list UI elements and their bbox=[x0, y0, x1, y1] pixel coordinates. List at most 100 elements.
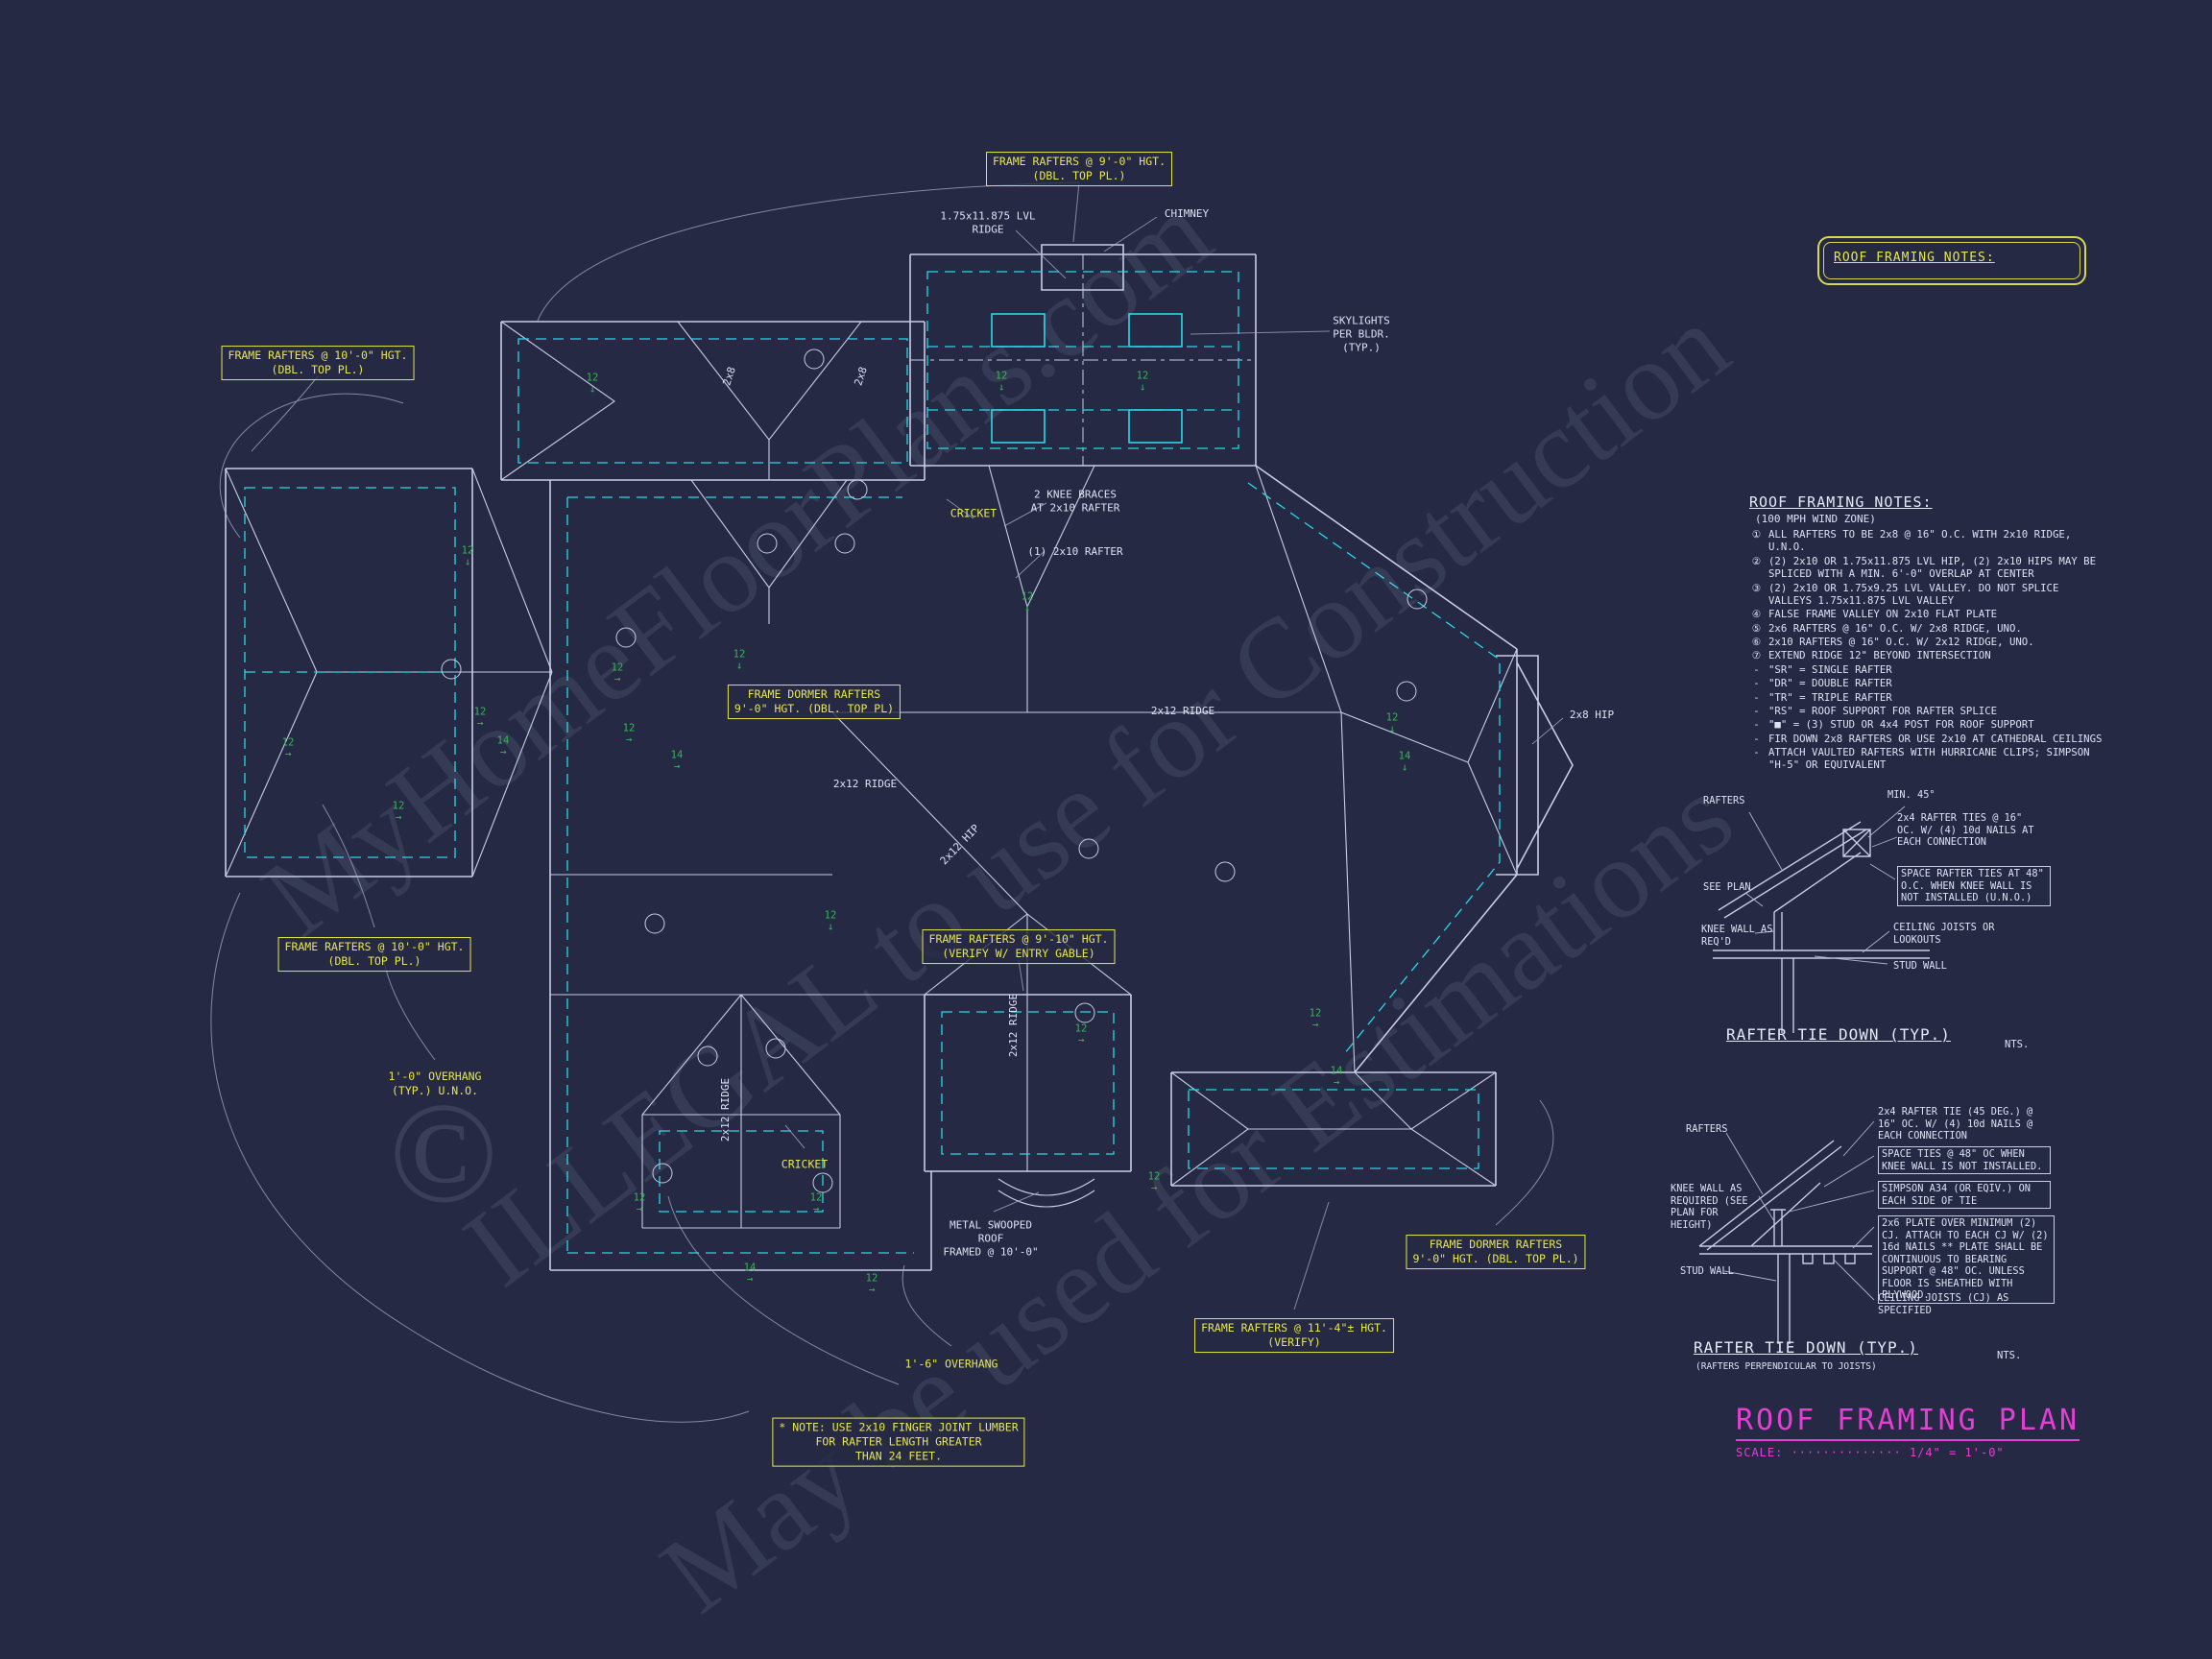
notes-list-item: - "RS" = ROOF SUPPORT FOR RAFTER SPLICE bbox=[1753, 704, 1998, 717]
pitch-marker: 12 ↓ bbox=[1385, 711, 1399, 735]
notes-list-item: ④ FALSE FRAME VALLEY ON 2x10 FLAT PLATE bbox=[1751, 608, 1998, 621]
leader-lines bbox=[210, 181, 1564, 1423]
pitch-marker: 12 → bbox=[633, 1191, 646, 1215]
detail1-nts: NTS. bbox=[2005, 1039, 2030, 1050]
notes-list-item: - "■" = (3) STUD OR 4x4 POST FOR ROOF SU… bbox=[1753, 718, 2034, 732]
pitch-marker: 12 ↓ bbox=[586, 372, 599, 396]
detail2-simpson-note: SIMPSON A34 (OR EQIV.) ON EACH SIDE OF T… bbox=[1878, 1181, 2051, 1210]
detail1-ties-label: 2x4 RAFTER TIES @ 16" OC. W/ (4) 10d NAI… bbox=[1897, 812, 2034, 849]
pitch-marker: 12 → bbox=[392, 800, 405, 824]
plan-annotation-white: 2x12 RIDGE bbox=[1150, 705, 1215, 718]
pitch-arrow-icon: ↓ bbox=[1023, 601, 1031, 614]
pitch-marker: 12 → bbox=[611, 661, 624, 685]
plan-annotation-white: CHIMNEY bbox=[1164, 207, 1210, 221]
wall-lines-cyan bbox=[244, 271, 1501, 1254]
pitch-marker: 12 → bbox=[1309, 1007, 1322, 1031]
pitch-marker: 12 ↓ bbox=[824, 909, 837, 933]
pitch-arrow-icon: → bbox=[499, 745, 507, 758]
notes-list-item: - "SR" = SINGLE RAFTER bbox=[1753, 662, 1892, 676]
detail1-stud-wall-label: STUD WALL bbox=[1893, 960, 1947, 972]
pitch-marker: 14 → bbox=[670, 749, 684, 773]
roof-framing-notes-list: ROOF FRAMING NOTES: (100 MPH WIND ZONE) … bbox=[1749, 493, 2106, 773]
sheet-scale: SCALE: ·············· 1/4" = 1'-0" bbox=[1736, 1446, 2005, 1459]
notes-list-item: - FIR DOWN 2x8 RAFTERS OR USE 2x10 AT CA… bbox=[1753, 732, 2103, 745]
notes-list-title: ROOF FRAMING NOTES: bbox=[1749, 493, 1933, 511]
pitch-marker: 12 ↓ bbox=[1136, 370, 1149, 394]
note-reference-bubble bbox=[1407, 589, 1428, 610]
skylights bbox=[991, 313, 1183, 444]
pitch-marker: 14 ↓ bbox=[1398, 750, 1411, 774]
frame-rafter-note: * NOTE: USE 2x10 FINGER JOINT LUMBER FOR… bbox=[772, 1417, 1025, 1467]
notes-list-item: ⑤ 2x6 RAFTERS @ 16" O.C. W/ 2x8 RIDGE, U… bbox=[1751, 621, 2022, 635]
note-reference-bubble bbox=[757, 533, 778, 554]
notes-list-items: ① ALL RAFTERS TO BE 2x8 @ 16" O.C. WITH … bbox=[1749, 528, 2106, 772]
pitch-arrow-icon: ↓ bbox=[589, 382, 596, 396]
notes-list-item: ③ (2) 2x10 OR 1.75x9.25 LVL VALLEY. DO N… bbox=[1751, 581, 2059, 607]
detail2-knee-wall-label: KNEE WALL AS REQUIRED (SEE PLAN FOR HEIG… bbox=[1671, 1183, 1748, 1231]
sheet-title-block: ROOF FRAMING PLAN SCALE: ·············· … bbox=[1736, 1404, 2080, 1459]
pitch-arrow-icon: → bbox=[476, 716, 484, 730]
notes-list-item: - "TR" = TRIPLE RAFTER bbox=[1753, 690, 1892, 704]
detail1-space-note: SPACE RAFTER TIES AT 48" O.C. WHEN KNEE … bbox=[1897, 866, 2051, 906]
pitch-arrow-icon: ↓ bbox=[1139, 380, 1146, 394]
detail2-stud-wall-label: STUD WALL bbox=[1680, 1265, 1734, 1277]
note-reference-bubble bbox=[644, 913, 665, 934]
pitch-marker: 12 → bbox=[1074, 1022, 1088, 1046]
notes-list-item: - ATTACH VAULTED RAFTERS WITH HURRICANE … bbox=[1753, 746, 2090, 772]
eave-lines bbox=[225, 244, 1574, 1271]
pitch-arrow-icon: ↓ bbox=[735, 659, 743, 672]
detail-1-sketch bbox=[1713, 805, 1930, 1033]
pitch-arrow-icon: → bbox=[284, 747, 292, 760]
pitch-arrow-icon: → bbox=[746, 1272, 754, 1286]
pitch-marker: 12 → bbox=[865, 1272, 878, 1296]
frame-rafter-note: FRAME RAFTERS @ 10'-0" HGT. (DBL. TOP PL… bbox=[277, 937, 471, 972]
sheet-title: ROOF FRAMING PLAN bbox=[1736, 1404, 2080, 1441]
plan-annotation-yellow: CRICKET bbox=[781, 1157, 829, 1171]
detail2-space-note: SPACE TIES @ 48" OC WHEN KNEE WALL IS NO… bbox=[1878, 1146, 2051, 1175]
pitch-arrow-icon: → bbox=[868, 1283, 876, 1296]
frame-rafter-note: FRAME RAFTERS @ 9'-10" HGT. (VERIFY W/ E… bbox=[922, 929, 1116, 964]
pitch-marker: 12 → bbox=[281, 736, 295, 760]
pitch-marker: 14 → bbox=[496, 734, 510, 758]
note-reference-bubble bbox=[1396, 681, 1417, 702]
detail1-title: RAFTER TIE DOWN (TYP.) bbox=[1726, 1025, 1951, 1044]
pitch-marker: 12 → bbox=[622, 722, 636, 746]
detail1-rafters-label: RAFTERS bbox=[1703, 795, 1745, 806]
centerline-dashdot bbox=[910, 254, 1256, 466]
plan-annotation-yellow: CRICKET bbox=[950, 506, 998, 520]
plan-annotation-white: 2x8 HIP bbox=[1569, 709, 1615, 722]
plan-annotation-white: (1) 2x10 RAFTER bbox=[1027, 545, 1123, 559]
detail2-title: RAFTER TIE DOWN (TYP.) bbox=[1694, 1338, 1918, 1357]
notes-list-item: ⑦ EXTEND RIDGE 12" BEYOND INTERSECTION bbox=[1751, 649, 1991, 662]
plan-annotation-white: 1.75x11.875 LVL RIDGE bbox=[940, 209, 1036, 235]
roof-framing-notes-box: ROOF FRAMING NOTES: bbox=[1817, 236, 2086, 285]
pitch-arrow-icon: → bbox=[1311, 1018, 1319, 1031]
frame-rafter-note: FRAME RAFTERS @ 11'-4"± HGT. (VERIFY) bbox=[1194, 1318, 1394, 1353]
note-reference-bubble bbox=[1074, 1002, 1095, 1023]
detail2-tie-label: 2x4 RAFTER TIE (45 DEG.) @ 16" OC. W/ (4… bbox=[1878, 1106, 2033, 1142]
pitch-marker: 12 → bbox=[1147, 1170, 1161, 1194]
pitch-arrow-icon: ↓ bbox=[1401, 760, 1408, 774]
pitch-marker: 12 ↓ bbox=[995, 370, 1008, 394]
detail2-plate-note: 2x6 PLATE OVER MINIMUM (2) CJ. ATTACH TO… bbox=[1878, 1215, 2055, 1304]
rafter-tie-down-detail-1: RAFTERS MIN. 45° 2x4 RAFTER TIES @ 16" O… bbox=[1699, 787, 2055, 1075]
plan-annotation-yellow: 1'-6" OVERHANG bbox=[904, 1357, 998, 1371]
plan-annotation-white: SKYLIGHTS PER BLDR. (TYP.) bbox=[1333, 314, 1390, 353]
frame-rafter-note: FRAME RAFTERS @ 9'-0" HGT. (DBL. TOP PL.… bbox=[985, 152, 1173, 186]
detail2-rafters-label: RAFTERS bbox=[1686, 1123, 1728, 1135]
note-reference-bubble bbox=[847, 479, 868, 500]
plan-annotation-white: 2x12 RIDGE bbox=[1007, 993, 1021, 1058]
note-reference-bubble bbox=[834, 533, 855, 554]
note-reference-bubble bbox=[765, 1038, 786, 1059]
detail1-ceiling-label: CEILING JOISTS OR LOOKOUTS bbox=[1893, 922, 1995, 946]
pitch-arrow-icon: ↓ bbox=[998, 380, 1005, 394]
plan-annotation-white: METAL SWOOPED ROOF FRAMED @ 10'-0" bbox=[943, 1218, 1039, 1258]
notes-list-item: ② (2) 2x10 OR 1.75x11.875 LVL HIP, (2) 2… bbox=[1751, 554, 2097, 581]
plan-annotation-white: 2x12 RIDGE bbox=[832, 778, 898, 791]
notes-list-subtitle: (100 MPH WIND ZONE) bbox=[1755, 513, 1876, 525]
pitch-arrow-icon: ↓ bbox=[464, 555, 471, 568]
pitch-arrow-icon: → bbox=[613, 672, 621, 685]
detail1-min45-label: MIN. 45° bbox=[1887, 789, 1936, 801]
